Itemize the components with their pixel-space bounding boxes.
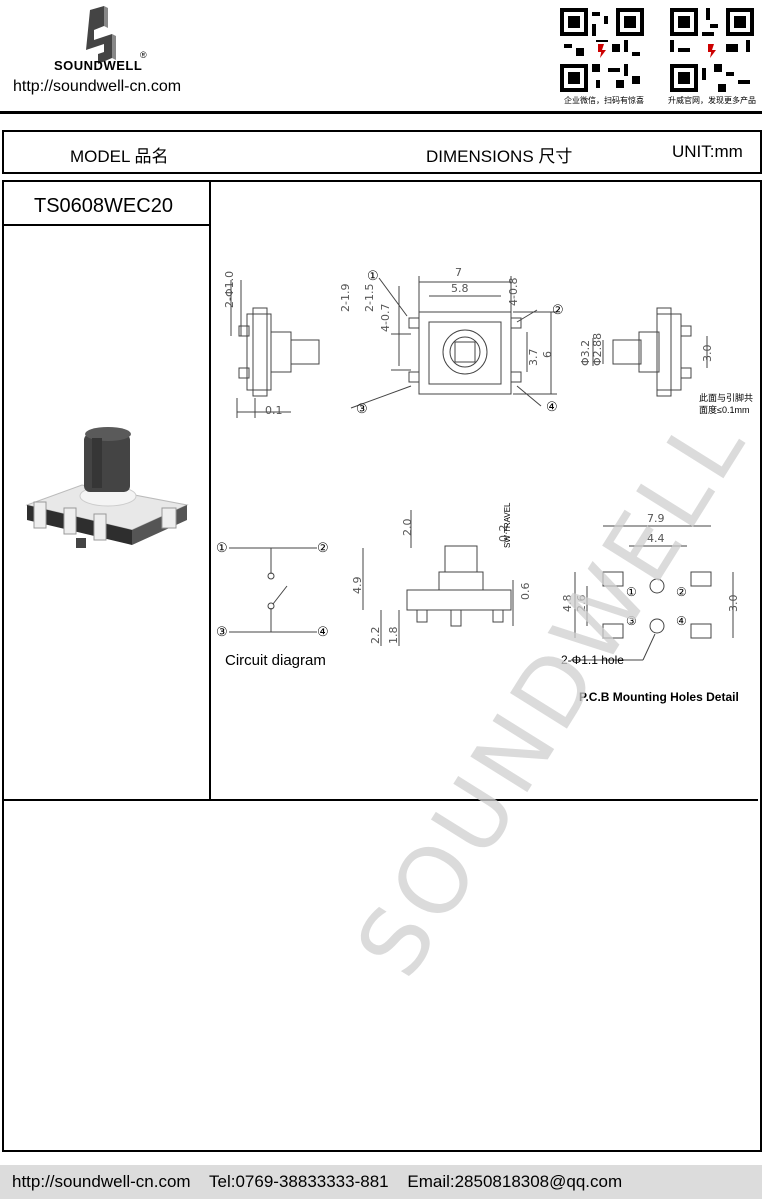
circuit-pin-2: ② bbox=[317, 540, 329, 555]
footer-bar bbox=[0, 1165, 762, 1199]
svg-text:2-1.5: 2-1.5 bbox=[363, 284, 376, 312]
svg-text:6: 6 bbox=[541, 351, 554, 358]
svg-text:Φ3.2: Φ3.2 bbox=[579, 340, 592, 366]
pin-label-3: ③ bbox=[356, 401, 368, 416]
svg-text:0.2: 0.2 bbox=[497, 525, 510, 543]
svg-text:7: 7 bbox=[455, 266, 462, 279]
svg-text:1.8: 1.8 bbox=[387, 627, 400, 645]
pin-label-1: ① bbox=[367, 268, 379, 283]
footer-tel: Tel:0769-38833333-881 bbox=[209, 1172, 389, 1191]
qr-code-website bbox=[670, 8, 754, 92]
flatness-note: 此面与引脚共 bbox=[699, 393, 754, 403]
hole-dimension: 2-Φ1.1 hole bbox=[561, 653, 624, 667]
svg-text:2.6: 2.6 bbox=[575, 595, 588, 613]
spec-main-box bbox=[2, 180, 762, 1152]
column-divider bbox=[209, 181, 211, 800]
footer-contact: http://soundwell-cn.com Tel:0769-3883333… bbox=[12, 1172, 636, 1192]
qr-code-wechat bbox=[560, 8, 644, 92]
svg-text:2.0: 2.0 bbox=[401, 519, 414, 537]
pcb-pin-1: ① bbox=[626, 585, 637, 599]
model-label: MODEL 品名 bbox=[70, 147, 169, 166]
model-divider bbox=[3, 224, 210, 226]
product-photo bbox=[25, 427, 189, 548]
svg-text:0.1: 0.1 bbox=[265, 404, 283, 417]
svg-text:Φ2.88: Φ2.88 bbox=[591, 333, 604, 366]
svg-text:0.6: 0.6 bbox=[519, 583, 532, 601]
website-link[interactable]: http://soundwell-cn.com bbox=[13, 78, 182, 95]
unit-label: UNIT:mm bbox=[672, 142, 743, 161]
circuit-pin-3: ③ bbox=[216, 624, 228, 639]
svg-text:4-0.8: 4-0.8 bbox=[507, 278, 520, 306]
pin-label-4: ④ bbox=[546, 399, 558, 414]
svg-text:2.2: 2.2 bbox=[369, 627, 382, 645]
svg-text:7.9: 7.9 bbox=[647, 512, 665, 525]
svg-text:4.4: 4.4 bbox=[647, 532, 665, 545]
svg-text:3.0: 3.0 bbox=[727, 595, 740, 613]
svg-text:2-Φ1.0: 2-Φ1.0 bbox=[223, 271, 236, 308]
pcb-caption: P.C.B Mounting Holes Detail bbox=[579, 690, 739, 704]
soundwell-logo bbox=[86, 6, 116, 64]
footer-email[interactable]: Email:2850818308@qq.com bbox=[407, 1172, 623, 1191]
spec-header-row bbox=[2, 130, 762, 174]
svg-text:2-1.9: 2-1.9 bbox=[339, 284, 352, 312]
model-name: TS0608WEC20 bbox=[34, 195, 173, 217]
svg-text:4.8: 4.8 bbox=[561, 595, 574, 613]
svg-text:3.7: 3.7 bbox=[527, 349, 540, 367]
footer-url[interactable]: http://soundwell-cn.com bbox=[12, 1172, 191, 1191]
svg-text:4.9: 4.9 bbox=[351, 577, 364, 595]
circuit-caption: Circuit diagram bbox=[225, 652, 326, 669]
dimensions-label: DIMENSIONS 尺寸 bbox=[426, 147, 573, 166]
sw-travel-label: SW TRAVEL bbox=[503, 502, 512, 549]
header-rule bbox=[0, 111, 762, 114]
flatness-note-2: 面度≤0.1mm bbox=[699, 405, 750, 415]
circuit-pin-4: ④ bbox=[317, 624, 329, 639]
svg-text:4-0.7: 4-0.7 bbox=[379, 304, 392, 332]
pcb-pin-2: ② bbox=[676, 585, 687, 599]
pin-label-2: ② bbox=[552, 302, 564, 317]
section-divider bbox=[3, 799, 758, 801]
qr-caption-wechat: 企业微信，扫码有惊喜 bbox=[564, 96, 644, 105]
circuit-pin-1: ① bbox=[216, 540, 228, 555]
pcb-pin-4: ④ bbox=[676, 614, 687, 628]
pcb-pin-3: ③ bbox=[626, 614, 637, 628]
svg-text:3.0: 3.0 bbox=[701, 345, 714, 363]
brand-name: SOUNDWELL bbox=[54, 58, 143, 73]
registered-mark: ® bbox=[140, 50, 147, 60]
svg-text:5.8: 5.8 bbox=[451, 282, 469, 295]
qr-caption-website: 升威官网，发现更多产品 bbox=[668, 96, 756, 105]
technical-drawing: 2-Φ1.0 0.1 7 5.8 2-1.9 2-1.5 4-0.7 4-0.8… bbox=[223, 266, 740, 661]
